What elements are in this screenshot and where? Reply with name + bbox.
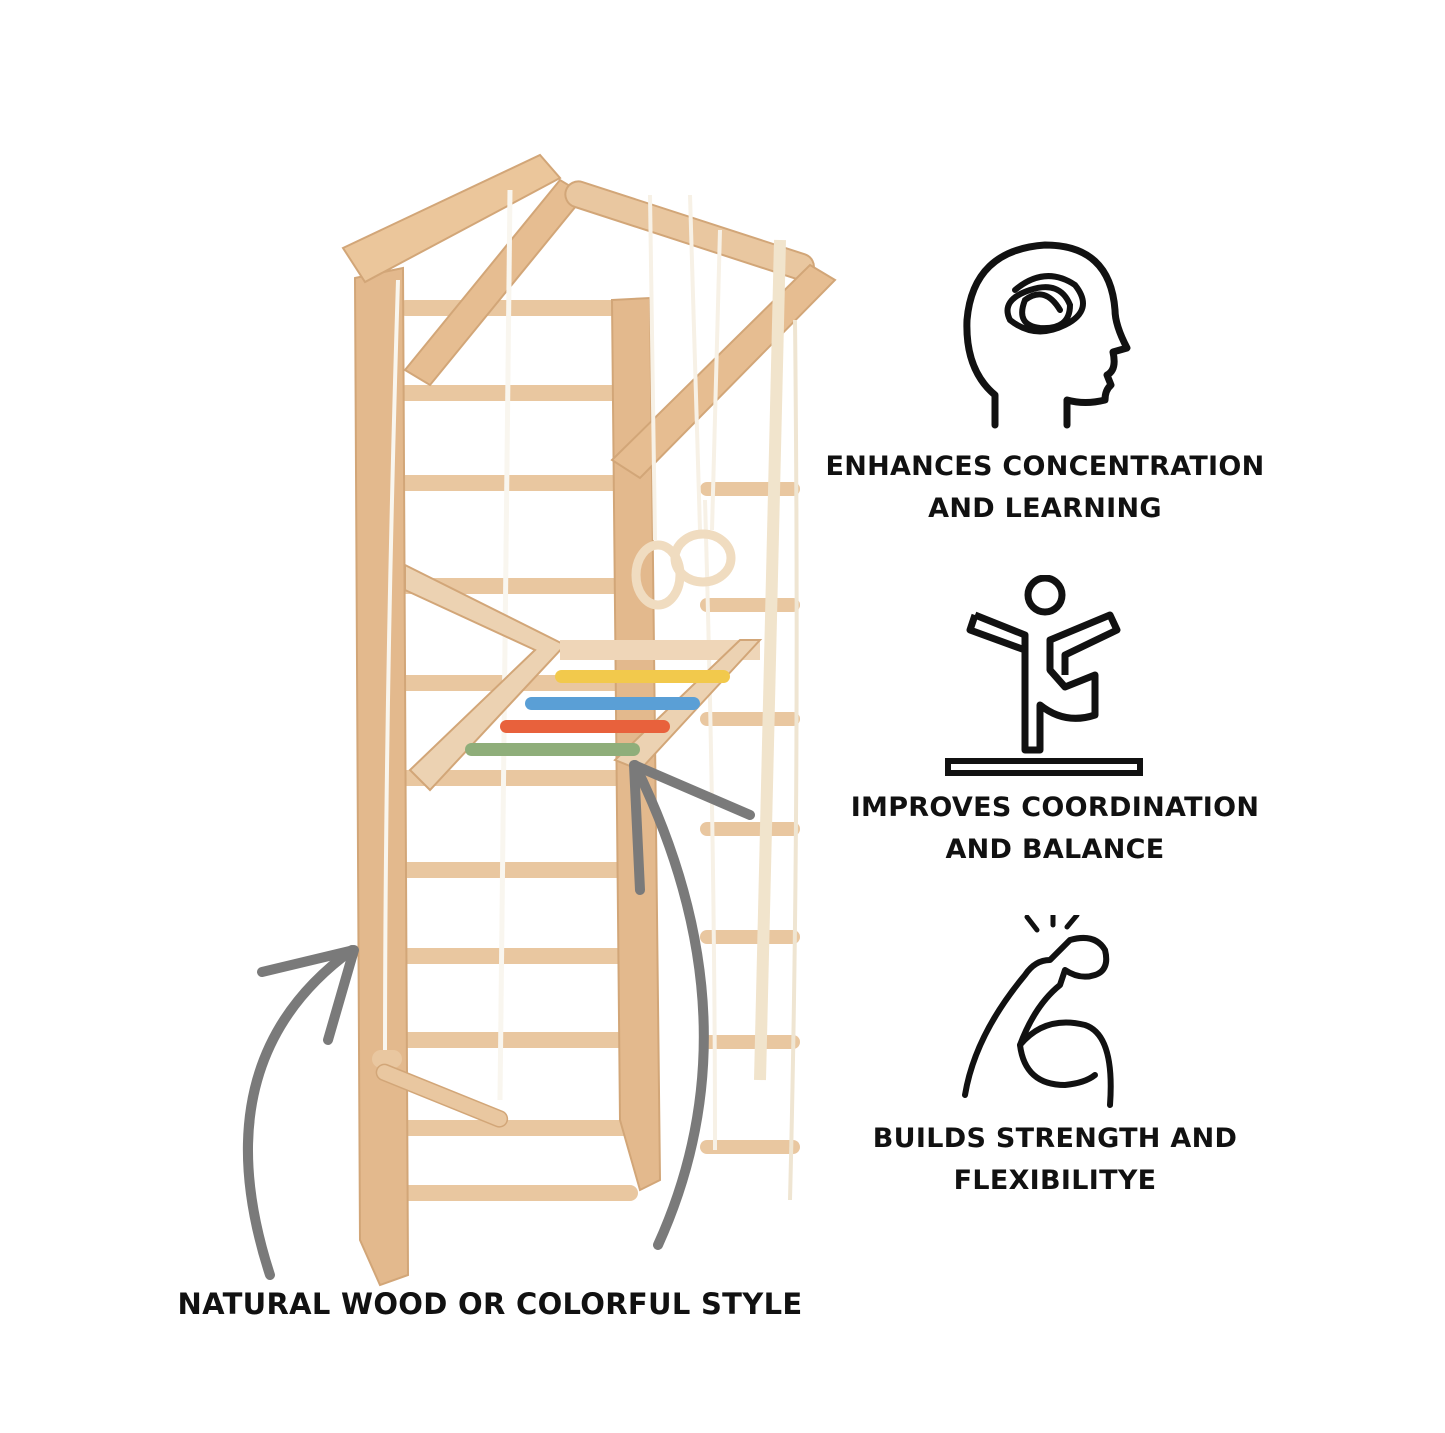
top-frame: [341, 153, 562, 284]
gym-rings: [631, 194, 736, 610]
flexed-arm-icon: [962, 915, 1114, 1108]
climbing-rope: [754, 239, 786, 1081]
arrow-right: [630, 760, 709, 1250]
caption-line: ENHANCES CONCENTRATION: [825, 451, 1265, 482]
feature-caption-coordination: IMPROVES COORDINATION AND BALANCE: [845, 787, 1265, 871]
brain-head-icon: [963, 241, 1131, 429]
ladder-rungs: [398, 300, 638, 1201]
balance-figure-icon: [945, 575, 1143, 776]
caption-line: NATURAL WOOD OR COLORFUL STYLE: [177, 1287, 803, 1321]
style-caption: NATURAL WOOD OR COLORFUL STYLE: [150, 1282, 830, 1326]
left-stile: [353, 266, 410, 1287]
caption-line: FLEXIBILITYE: [953, 1165, 1157, 1196]
swing-rope: [497, 189, 513, 1101]
arrow-left: [242, 945, 357, 1280]
feature-caption-strength: BUILDS STRENGTH AND FLEXIBILITYE: [860, 1118, 1250, 1202]
trapeze-bar: [372, 1050, 509, 1128]
caption-line: AND BALANCE: [945, 834, 1165, 865]
colorful-climbing-bars: [404, 563, 763, 792]
feature-caption-concentration: ENHANCES CONCENTRATION AND LEARNING: [815, 446, 1275, 530]
caption-line: IMPROVES COORDINATION: [850, 792, 1260, 823]
caption-line: BUILDS STRENGTH AND: [872, 1123, 1238, 1154]
caption-line: AND LEARNING: [928, 493, 1162, 524]
